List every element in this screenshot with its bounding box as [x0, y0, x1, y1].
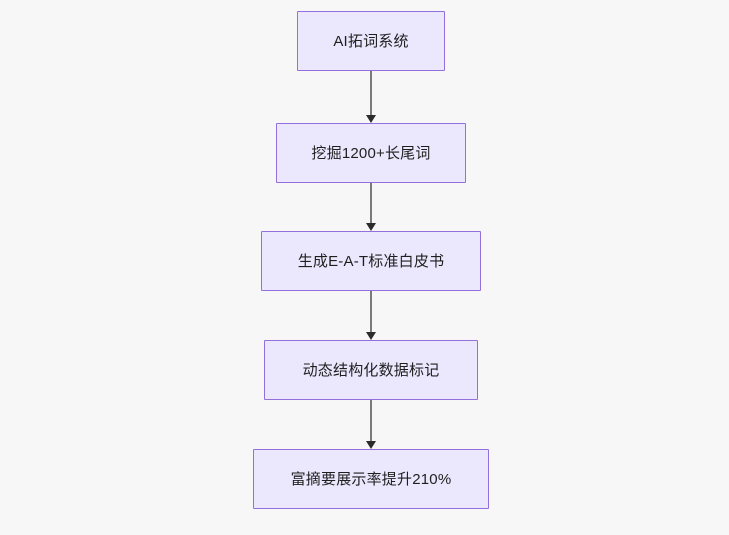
flow-node-3[interactable]: 生成E-A-T标准白皮书 — [261, 231, 481, 291]
flow-node-5[interactable]: 富摘要展示率提升210% — [253, 449, 489, 509]
flow-edge-3 — [366, 291, 376, 340]
flow-node-label: 富摘要展示率提升210% — [290, 470, 452, 488]
flow-node-4[interactable]: 动态结构化数据标记 — [264, 340, 478, 400]
flow-node-label: 生成E-A-T标准白皮书 — [297, 252, 445, 270]
flow-edge-4 — [366, 400, 376, 449]
flow-node-label: 动态结构化数据标记 — [302, 361, 440, 379]
edge-line — [370, 291, 372, 333]
flow-edge-2 — [366, 183, 376, 231]
edge-line — [370, 183, 372, 224]
arrowhead-icon — [366, 115, 376, 123]
flow-node-label: 挖掘1200+长尾词 — [311, 144, 431, 162]
flow-edge-1 — [366, 71, 376, 123]
edge-line — [370, 71, 372, 116]
flow-node-2[interactable]: 挖掘1200+长尾词 — [276, 123, 466, 183]
arrowhead-icon — [366, 223, 376, 231]
flow-node-label: AI拓词系统 — [333, 32, 409, 50]
edge-line — [370, 400, 372, 442]
arrowhead-icon — [366, 332, 376, 340]
flow-node-1[interactable]: AI拓词系统 — [297, 11, 445, 71]
arrowhead-icon — [366, 441, 376, 449]
